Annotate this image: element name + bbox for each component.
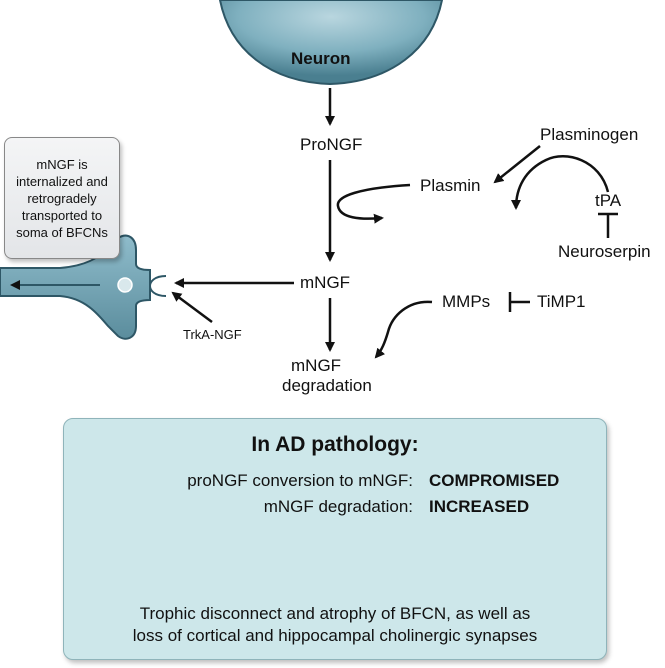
- trka-receptor-notch: [148, 275, 167, 297]
- neuron-cell-body: [218, 0, 444, 86]
- ad-conclusion: Trophic disconnect and atrophy of BFCN, …: [64, 603, 606, 647]
- mngf-degradation-label-line2: degradation: [282, 376, 372, 395]
- arrow-plasmin-action: [336, 183, 411, 224]
- row-label-conversion: proNGF conversion to mNGF:: [187, 471, 413, 490]
- arrow-tpa-action: [511, 155, 610, 210]
- callout-text: mNGF is internalized and retrogradely tr…: [16, 156, 108, 240]
- neuroserpin-label: Neuroserpin: [558, 242, 651, 261]
- mngf-degradation-label-line1: mNGF: [291, 356, 342, 375]
- arrow-trka-ngf-pointer: [171, 291, 213, 324]
- tpa-label: tPA: [595, 191, 622, 210]
- prongf-label: ProNGF: [300, 135, 363, 154]
- mngf-label: mNGF: [300, 273, 351, 292]
- arrow-mmps-action: [374, 300, 433, 359]
- ad-pathology-title: In AD pathology:: [251, 433, 419, 456]
- row-label-degradation: mNGF degradation:: [263, 497, 413, 516]
- row-value-degradation: INCREASED: [429, 497, 530, 516]
- internalization-callout: mNGF is internalized and retrogradely tr…: [4, 137, 120, 259]
- mmps-label: MMPs: [442, 292, 491, 311]
- neuron-label: Neuron: [291, 49, 351, 68]
- conclusion-line-1: Trophic disconnect and atrophy of BFCN, …: [139, 604, 531, 623]
- plasmin-label: Plasmin: [420, 176, 481, 195]
- trka-ngf-label: TrkA-NGF: [183, 327, 242, 342]
- conclusion-line-2: loss of cortical and hippocampal choline…: [132, 626, 538, 645]
- timp1-label: TiMP1: [537, 292, 586, 311]
- ad-pathology-box: In AD pathology: proNGF conversion to mN…: [63, 418, 607, 660]
- row-value-conversion: COMPROMISED: [429, 471, 560, 490]
- plasminogen-label: Plasminogen: [540, 125, 639, 144]
- internalized-vesicle: [117, 277, 133, 293]
- arrow-plasminogen-to-plasmin: [493, 145, 541, 184]
